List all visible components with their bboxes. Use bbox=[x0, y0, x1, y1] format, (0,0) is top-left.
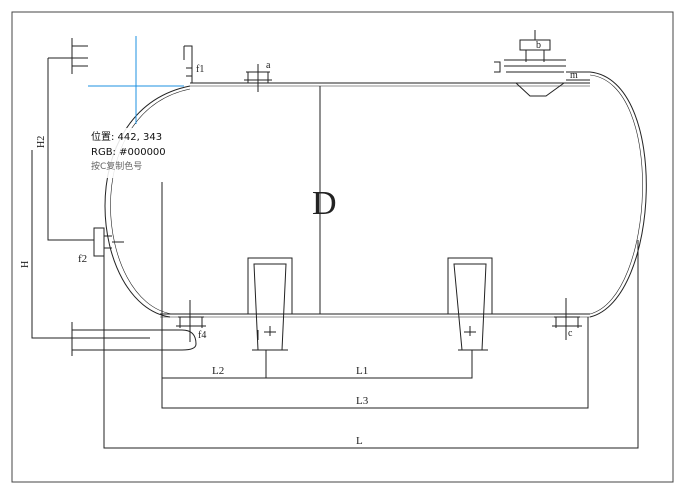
label-diameter: D bbox=[312, 185, 337, 222]
label-l2: L2 bbox=[212, 365, 224, 377]
saddle-left-web bbox=[253, 263, 287, 351]
label-b: b bbox=[536, 40, 541, 51]
label-a: a bbox=[266, 60, 271, 71]
saddle-left bbox=[247, 257, 293, 315]
saddle-right bbox=[447, 257, 493, 315]
label-f2: f2 bbox=[78, 253, 87, 265]
inlet-pipe bbox=[40, 322, 197, 356]
label-h2: H2 bbox=[36, 136, 47, 148]
right-head-inner bbox=[589, 74, 643, 315]
label-l1: L1 bbox=[356, 365, 368, 377]
dimension-l bbox=[103, 240, 639, 449]
saddle-left-base bbox=[252, 326, 288, 351]
left-head-inner bbox=[110, 88, 191, 315]
dimension-h bbox=[31, 150, 40, 339]
nozzle-m bbox=[566, 71, 590, 81]
crosshair bbox=[88, 36, 184, 124]
label-l3: L3 bbox=[356, 395, 369, 407]
nozzle-c bbox=[552, 298, 582, 340]
copy-color-hint: 按C复制色号 bbox=[91, 162, 143, 172]
nozzle-f4 bbox=[176, 300, 206, 342]
dimension-l2 bbox=[161, 182, 267, 379]
dimension-h2 bbox=[47, 58, 94, 241]
label-h: H bbox=[20, 261, 31, 268]
right-head bbox=[589, 71, 647, 318]
label-f4: f4 bbox=[198, 330, 206, 341]
cursor-rgb-readout: RGB: #000000 bbox=[91, 147, 166, 158]
label-c: c bbox=[568, 328, 573, 339]
left-head bbox=[104, 85, 191, 318]
saddle-right-base bbox=[458, 326, 488, 351]
nozzle-a bbox=[244, 64, 272, 92]
dimension-l3 bbox=[161, 317, 589, 409]
top-left-flange bbox=[48, 38, 88, 74]
label-m: m bbox=[570, 70, 578, 81]
drawing-frame bbox=[11, 11, 674, 483]
cursor-position-readout: 位置: 442, 343 bbox=[91, 132, 163, 143]
nozzle-b bbox=[494, 30, 566, 97]
nozzle-f1 bbox=[183, 45, 193, 83]
label-l: L bbox=[356, 435, 363, 447]
color-picker-tooltip: 位置: 442, 343 RGB: #000000 按C复制色号 bbox=[86, 128, 170, 178]
saddle-right-web bbox=[453, 263, 487, 351]
dimension-l1 bbox=[266, 350, 473, 379]
label-f1: f1 bbox=[196, 64, 204, 75]
